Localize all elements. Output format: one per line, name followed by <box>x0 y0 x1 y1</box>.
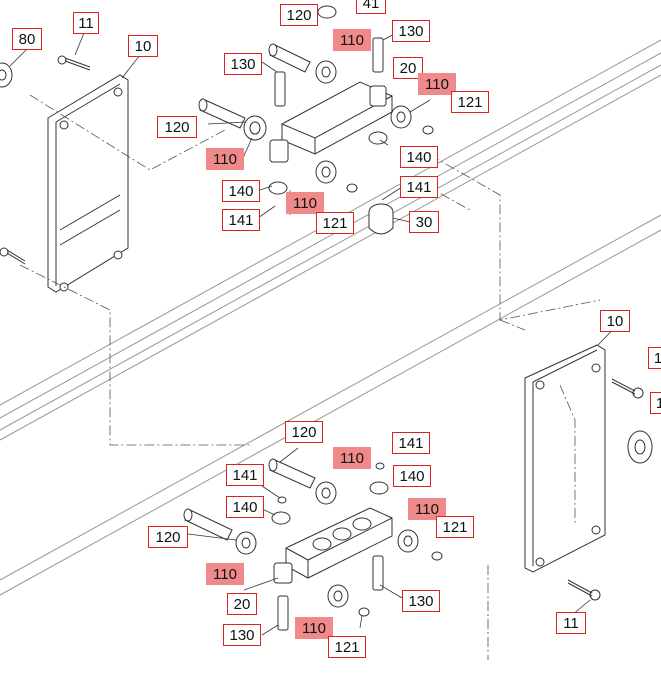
end-plate-left <box>47 74 129 293</box>
callout-10: 10 <box>600 310 630 332</box>
callout-110: 110 <box>286 192 324 214</box>
callout-141: 141 <box>226 464 264 486</box>
callout-130: 130 <box>402 590 440 612</box>
callout-140: 140 <box>393 465 431 487</box>
callout-141: 141 <box>400 176 438 198</box>
lower-pins <box>183 458 384 631</box>
callout-120: 120 <box>285 421 323 443</box>
upper-rollers <box>243 60 412 184</box>
callout-110: 110 <box>295 617 333 639</box>
clamp-30 <box>368 203 394 235</box>
callout-121: 121 <box>316 212 354 234</box>
callout-130: 130 <box>224 53 262 75</box>
lower-rollers <box>235 481 419 608</box>
callout-140: 140 <box>222 180 260 202</box>
callout-110: 110 <box>408 498 446 520</box>
callout-141: 141 <box>222 209 260 231</box>
callout-1: 1 <box>648 347 661 369</box>
screw-11-right-lower <box>567 579 601 601</box>
end-plate-right <box>524 344 606 573</box>
screw-11-upper <box>57 55 91 71</box>
lower-washers <box>271 462 443 617</box>
upper-washers <box>268 5 434 195</box>
upper-pins <box>198 37 384 129</box>
callout-30: 30 <box>409 211 439 233</box>
roller-right <box>627 430 653 464</box>
screw-11-lower <box>0 247 26 265</box>
callout-130: 130 <box>223 624 261 646</box>
callout-120: 120 <box>148 526 188 548</box>
callout-130: 130 <box>392 20 430 42</box>
callout-120: 120 <box>280 4 318 26</box>
callout-11: 11 <box>556 612 586 634</box>
callout-120: 120 <box>157 116 197 138</box>
callout-110: 110 <box>418 73 456 95</box>
callout-121: 121 <box>328 636 366 658</box>
callout-110: 110 <box>333 447 371 469</box>
callout-80: 80 <box>12 28 42 50</box>
callout-41: 41 <box>356 0 386 14</box>
upper-carriage <box>269 81 393 163</box>
callout-110: 110 <box>333 29 371 51</box>
callout-10: 10 <box>128 35 158 57</box>
callout-121: 121 <box>451 91 489 113</box>
knob-80 <box>0 62 13 88</box>
callout-20: 20 <box>227 593 257 615</box>
callout-11: 11 <box>73 12 99 34</box>
callout-1: 1 <box>650 392 661 414</box>
lower-carriage <box>273 507 393 584</box>
callout-141: 141 <box>392 432 430 454</box>
callout-110: 110 <box>206 148 244 170</box>
callout-20: 20 <box>393 57 423 79</box>
callout-121: 121 <box>436 516 474 538</box>
callout-140: 140 <box>226 496 264 518</box>
callout-110: 110 <box>206 563 244 585</box>
callout-140: 140 <box>400 146 438 168</box>
screw-11-right-upper <box>611 378 644 399</box>
